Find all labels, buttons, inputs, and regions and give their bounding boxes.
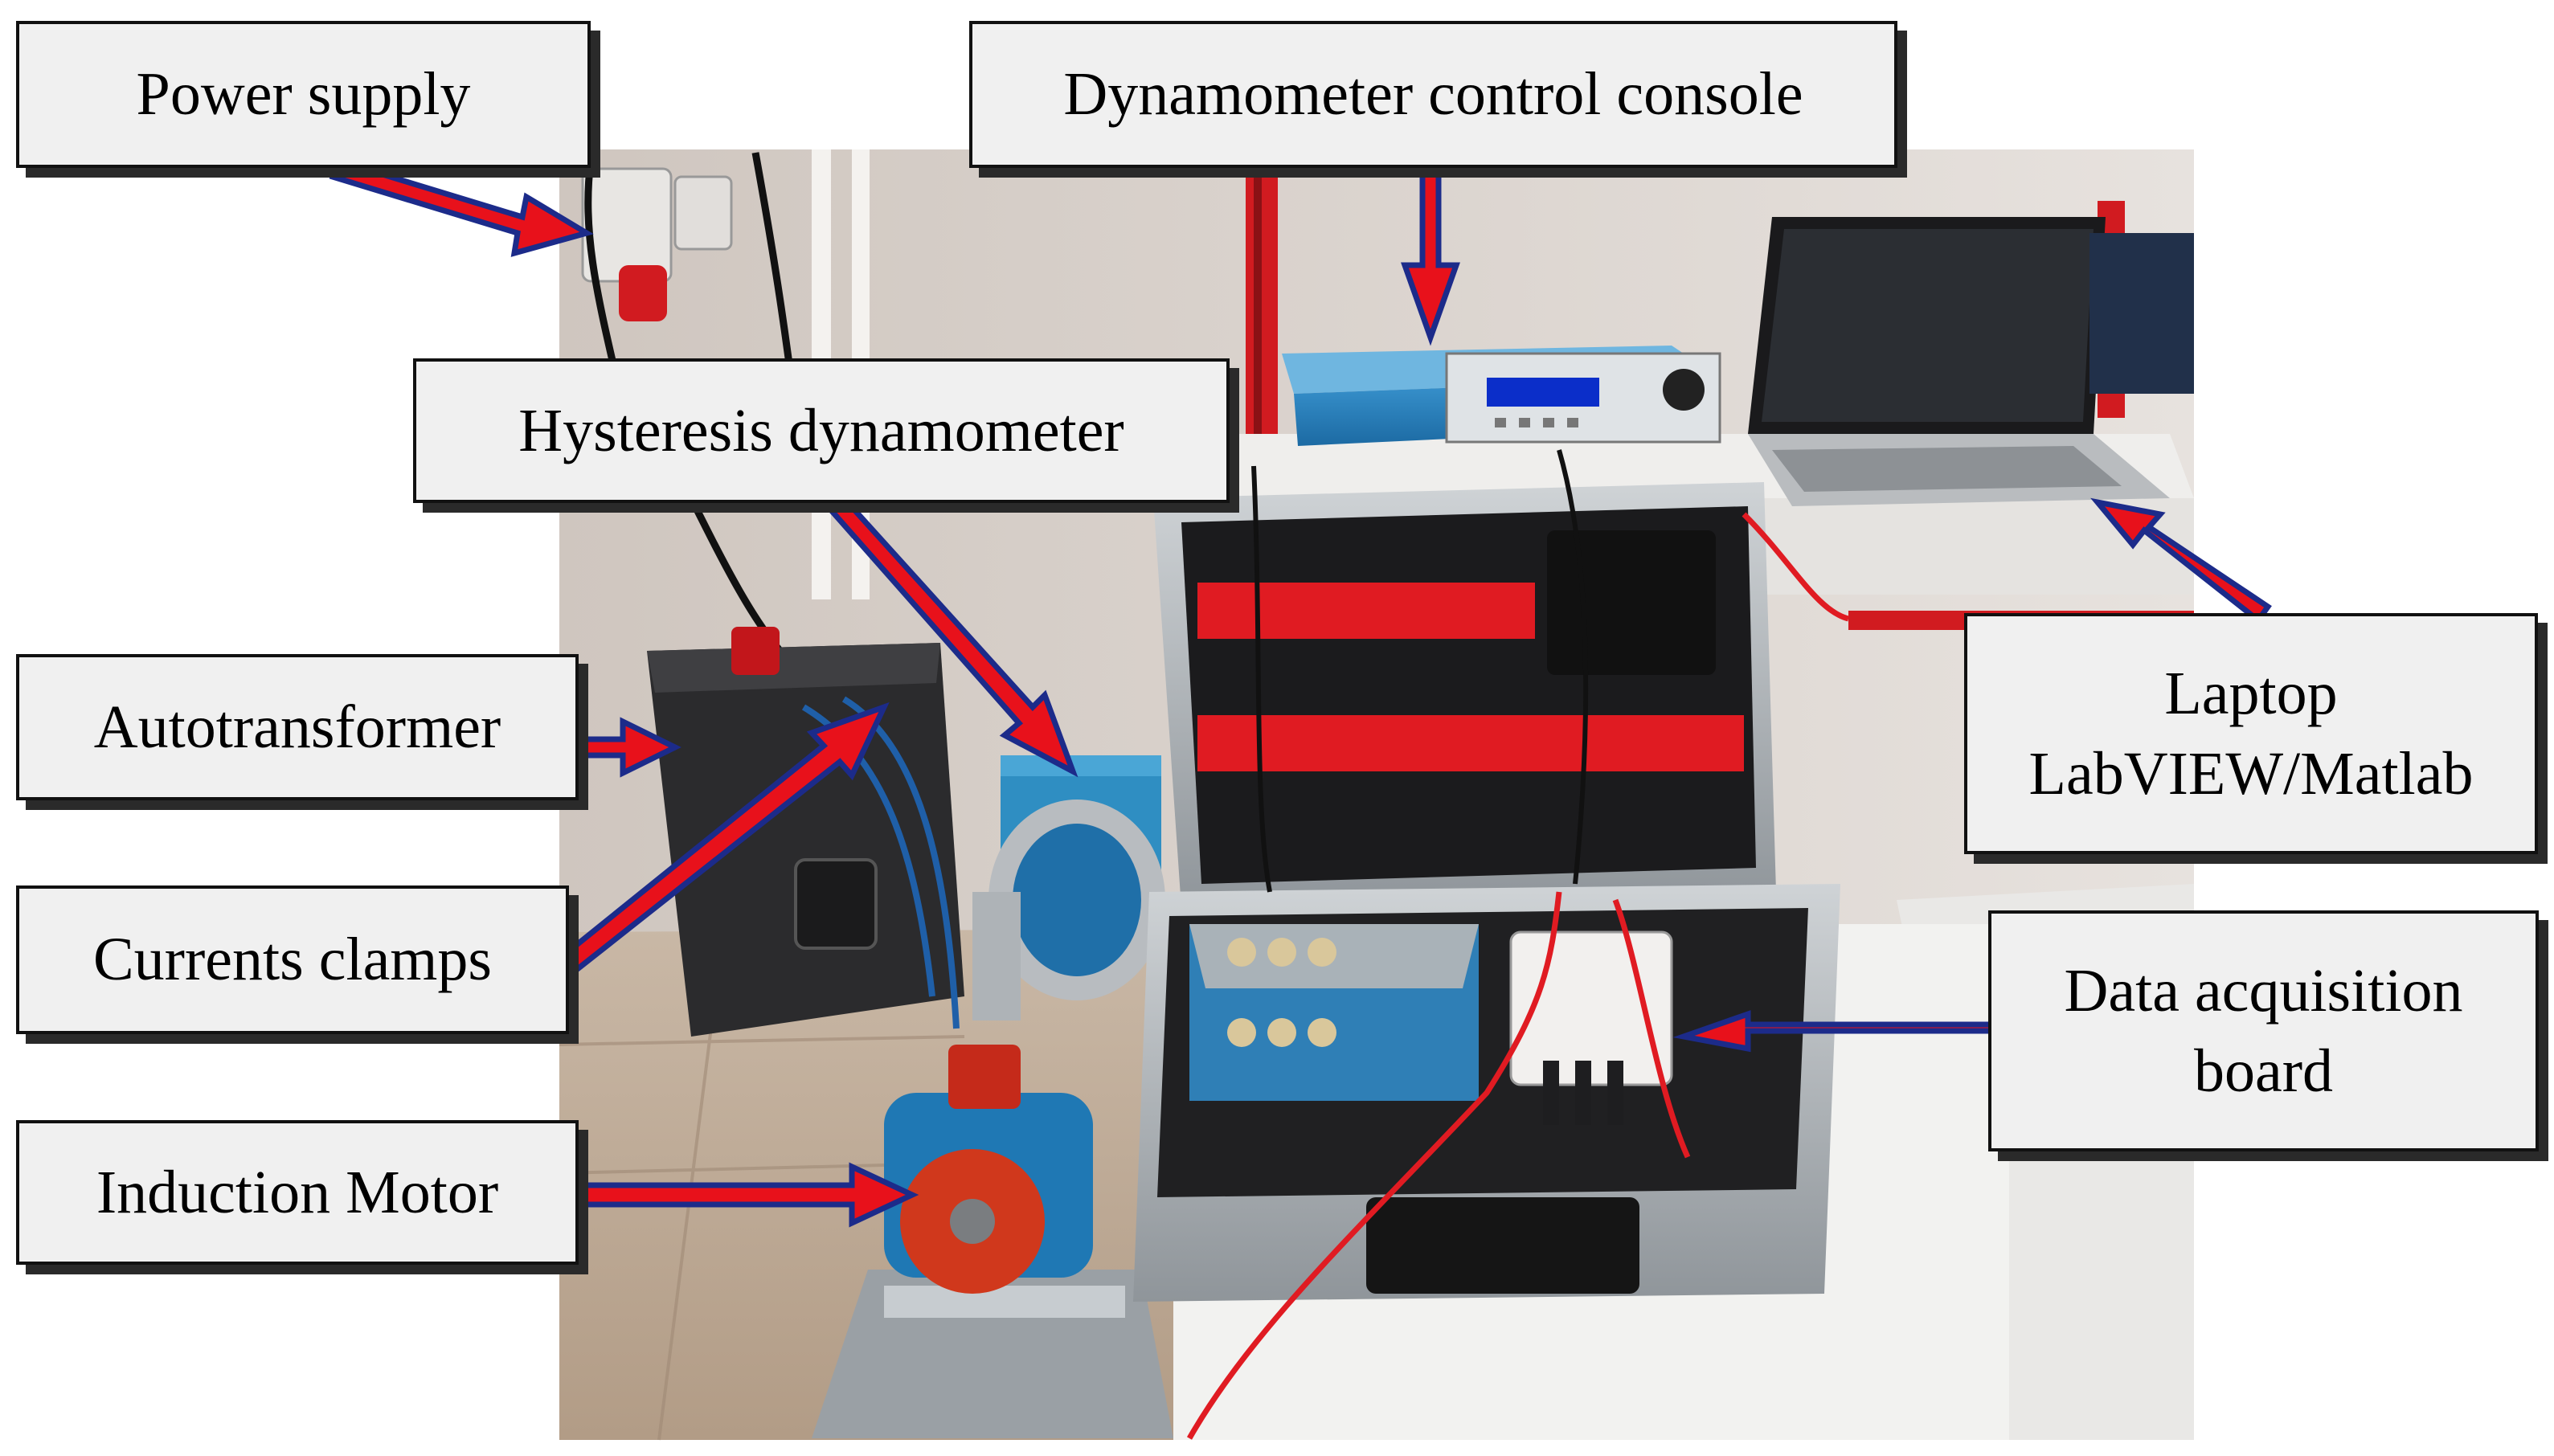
label-induction-motor-text: Induction Motor xyxy=(96,1158,499,1226)
label-daq-board-text: Data acquisition board xyxy=(2064,956,2463,1105)
control-console-unit xyxy=(1282,346,1721,446)
label-power-supply: Power supply xyxy=(16,21,591,168)
arrow-icon xyxy=(1401,157,1460,346)
label-power-supply-text: Power supply xyxy=(136,60,471,129)
suitcase-unit xyxy=(1133,449,1850,1440)
label-currents-clamps-text: Currents clamps xyxy=(92,926,492,994)
arrow-icon xyxy=(559,1162,919,1228)
arrow-icon xyxy=(1672,1010,2000,1053)
label-hysteresis-dynamometer-text: Hysteresis dynamometer xyxy=(518,396,1124,464)
arrow-icon xyxy=(2090,497,2272,625)
label-autotransformer-text: Autotransformer xyxy=(93,693,501,761)
arrow-icon xyxy=(329,157,594,257)
arrow-icon xyxy=(558,701,890,975)
callout-arrows xyxy=(329,157,2272,1228)
label-autotransformer: Autotransformer xyxy=(16,654,579,800)
arrow-icon xyxy=(828,493,1078,778)
laptop-unit xyxy=(1748,217,2194,506)
label-induction-motor: Induction Motor xyxy=(16,1120,579,1265)
autotransformer-unit xyxy=(647,627,964,1037)
induction-motor-unit xyxy=(812,1045,1173,1438)
label-control-console-text: Dynamometer control console xyxy=(1063,60,1803,129)
label-laptop-text: Laptop LabVIEW/Matlab xyxy=(2028,659,2474,808)
hysteresis-dynamometer-unit xyxy=(972,755,1165,1020)
label-hysteresis-dynamometer: Hysteresis dynamometer xyxy=(413,358,1230,503)
label-daq-board: Data acquisition board xyxy=(1988,910,2539,1151)
label-laptop: Laptop LabVIEW/Matlab xyxy=(1964,613,2538,854)
label-currents-clamps: Currents clamps xyxy=(16,885,569,1034)
label-control-console: Dynamometer control console xyxy=(969,21,1897,168)
